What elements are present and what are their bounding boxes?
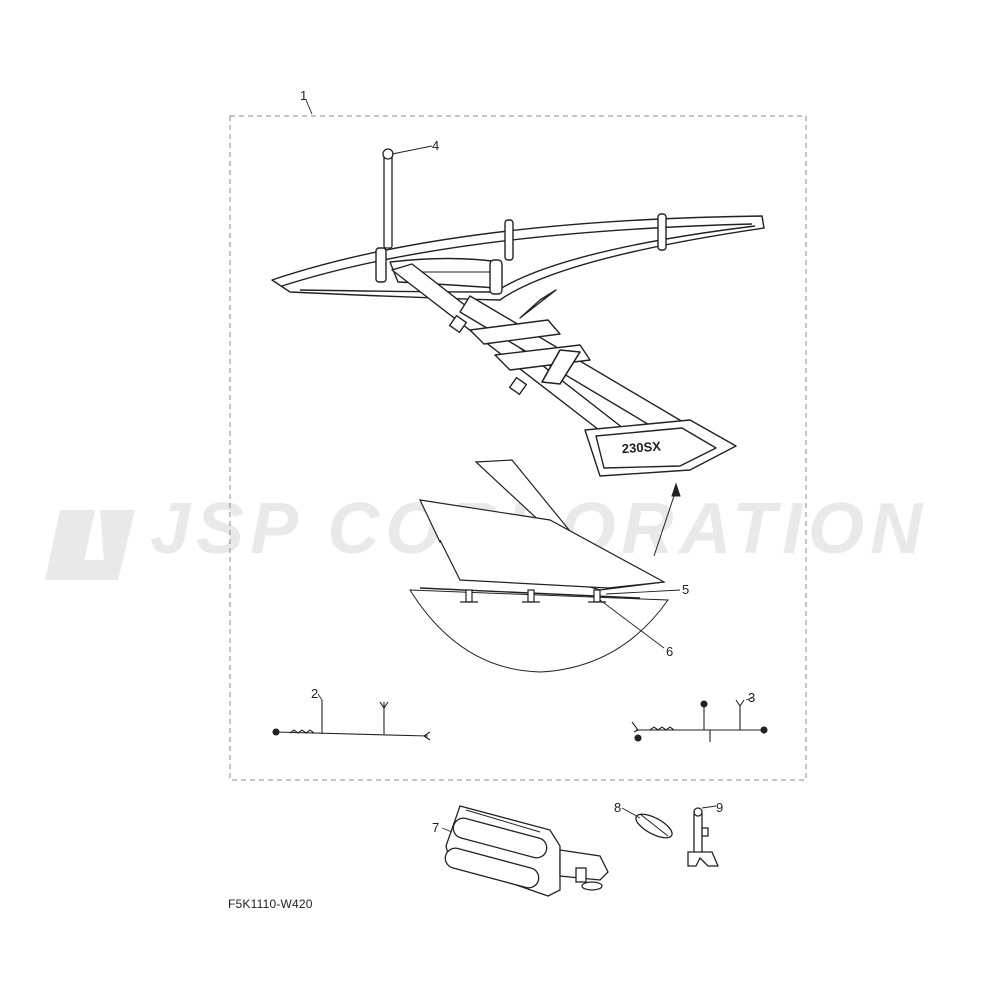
callout-4: 4 xyxy=(432,138,439,153)
pole-part-4 xyxy=(382,148,394,249)
board-rack-part-7 xyxy=(444,805,609,897)
callout-3: 3 xyxy=(748,690,755,705)
callout-labels: 1 2 3 4 5 6 7 8 9 xyxy=(300,88,755,835)
cable-part-2 xyxy=(272,700,431,741)
callout-1: 1 xyxy=(300,88,307,103)
assembly-arrow xyxy=(653,482,681,557)
callout-5: 5 xyxy=(682,582,689,597)
tower-decal: 230SX xyxy=(621,439,661,457)
bracket-part-9 xyxy=(687,807,719,867)
assembly-boundary xyxy=(229,115,807,781)
part-code: F5K1110-W420 xyxy=(228,897,313,911)
callout-6: 6 xyxy=(666,644,673,659)
callout-7: 7 xyxy=(432,820,439,835)
light-part-8 xyxy=(635,813,673,839)
cable-part-3 xyxy=(631,699,768,742)
callout-2: 2 xyxy=(311,686,318,701)
callout-9: 9 xyxy=(716,800,723,815)
callout-8: 8 xyxy=(614,800,621,815)
jsp-logo-mark xyxy=(45,510,135,580)
leader-lines xyxy=(305,99,753,833)
wakeboard-tower xyxy=(271,213,765,477)
fastener-group xyxy=(460,589,606,603)
bimini-cover xyxy=(409,459,669,673)
